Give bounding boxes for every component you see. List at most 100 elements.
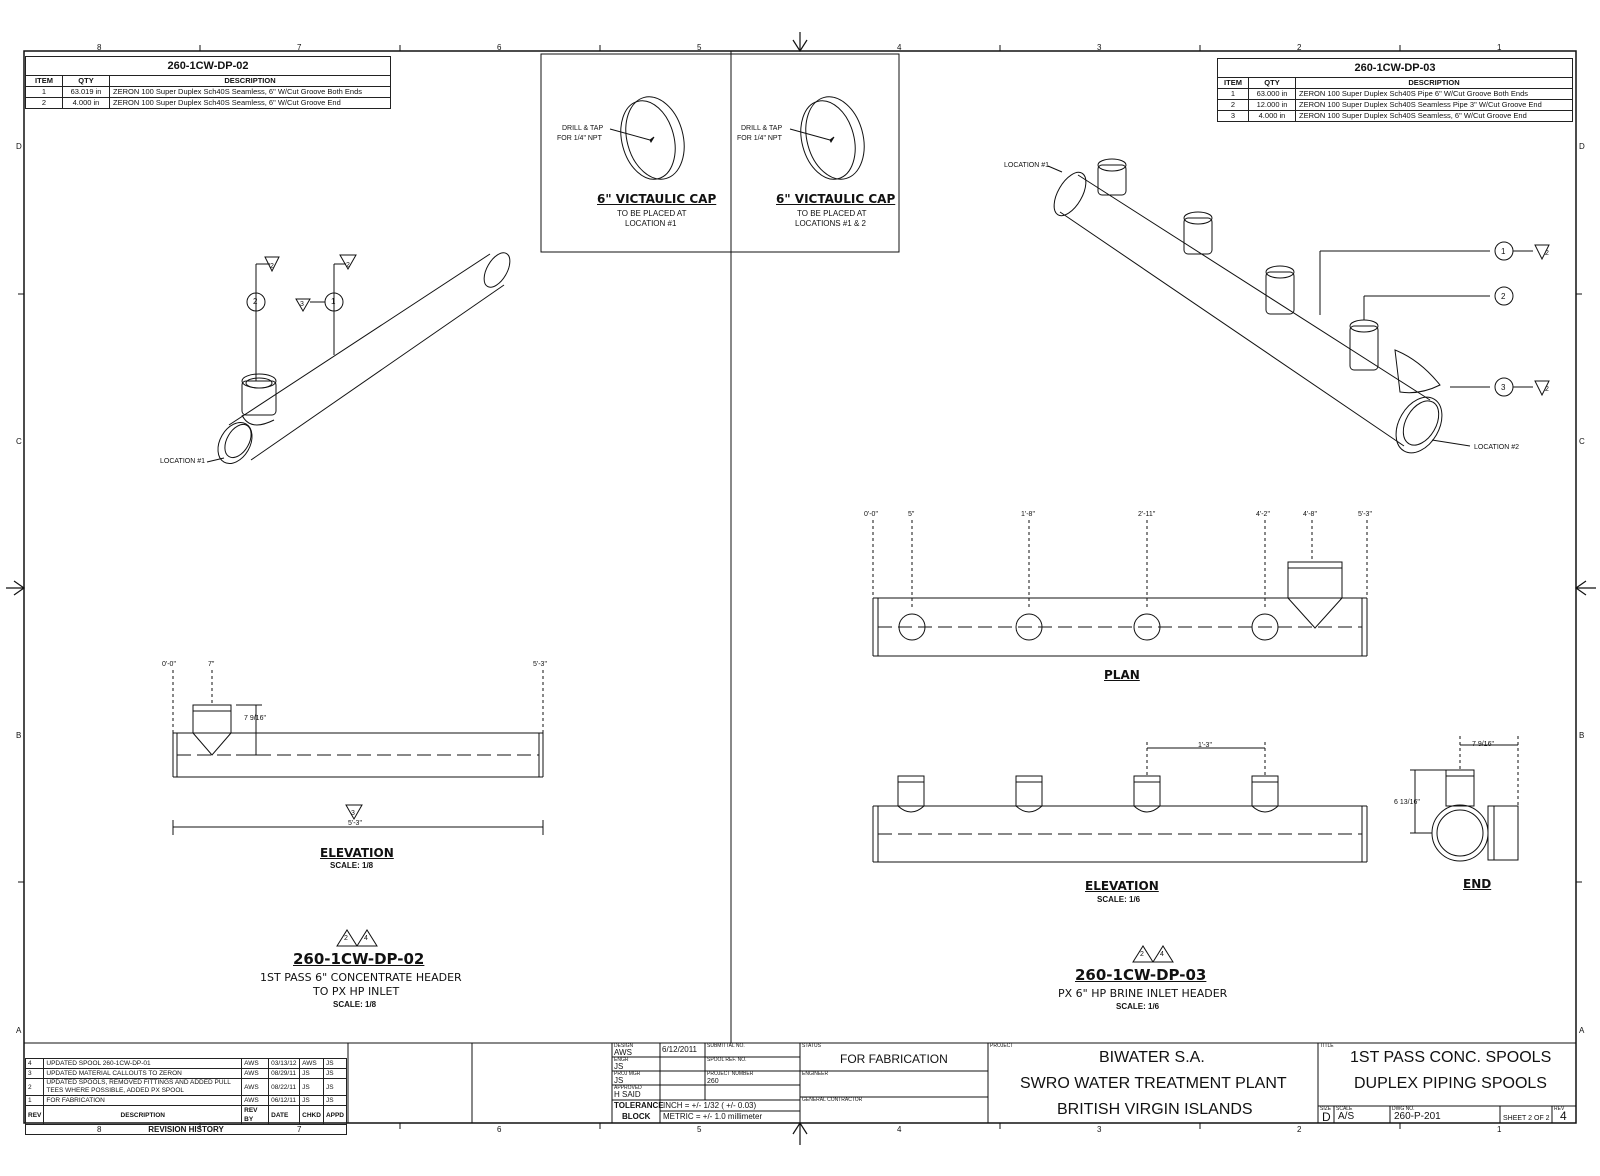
zone-label-right: C — [1579, 437, 1585, 446]
rev-header: APPD — [322, 1105, 348, 1125]
dimension: 7 9/16" — [1472, 741, 1494, 748]
rev-triangle-label: 2 — [344, 935, 348, 942]
tb-dwg-no: 260-P-201 — [1394, 1111, 1441, 1122]
tb-label: PROJECT — [990, 1043, 1014, 1049]
rev-header: REV BY — [241, 1105, 270, 1125]
dimension: 4'-2" — [1256, 511, 1270, 518]
view-scale: SCALE: 1/8 — [330, 861, 374, 870]
zone-label-left: D — [16, 142, 22, 151]
zone-label-left: C — [16, 437, 22, 446]
end-view — [1410, 736, 1519, 862]
dimension: 5" — [908, 511, 915, 518]
cap-note: FOR 1/4" NPT — [737, 135, 782, 142]
rev-triangle-label: 3 — [300, 301, 304, 308]
zone-label-bottom: 6 — [497, 1125, 502, 1134]
cap-note: DRILL & TAP — [741, 125, 783, 132]
tb-label: DESIGN — [614, 1043, 634, 1049]
bom-header: DESCRIPTION — [109, 75, 391, 87]
tb-project-line: BIWATER S.A. — [1099, 1049, 1205, 1066]
cap-disc-2 — [789, 96, 865, 180]
rev-cell: AWS — [299, 1058, 324, 1069]
rev-triangle-label: 4 — [364, 935, 368, 942]
bom-cell: ZERON 100 Super Duplex Sch40S Seamless P… — [1295, 99, 1573, 111]
dimension: 2'-11" — [1138, 511, 1156, 518]
right-iso-pipe — [1047, 158, 1550, 454]
revision-row: 2 UPDATED SPOOLS, REMOVED FITTINGS AND A… — [24, 1078, 348, 1096]
dimension: 5'-3" — [533, 661, 547, 668]
center-marks — [6, 32, 1596, 1145]
view-title: END — [1463, 877, 1492, 891]
rev-triangle-label: 3 — [351, 810, 355, 817]
rev-cell: AWS — [241, 1058, 270, 1069]
rev-cell: 06/12/11 — [268, 1095, 301, 1106]
tb-tolerance-title: BLOCK — [622, 1112, 651, 1121]
rev-triangle-label: 2 — [1140, 951, 1144, 958]
cap-title: 6" VICTAULIC CAP — [597, 192, 717, 206]
zone-label-right: D — [1579, 142, 1585, 151]
bom-header: QTY — [62, 75, 110, 87]
rev-cell: 3 — [24, 1068, 45, 1079]
item-balloon: 1 — [1501, 247, 1506, 256]
zone-label-top: 3 — [1097, 43, 1102, 52]
rev-header: DATE — [268, 1105, 301, 1125]
tb-label: ENGR — [614, 1057, 629, 1063]
tb-label: GENERAL CONTRACTOR — [802, 1097, 863, 1103]
tb-proj-mgr: JS — [614, 1076, 624, 1085]
dimension: 5'-3" — [348, 820, 362, 827]
bom-cell: 63.000 in — [1248, 88, 1296, 100]
revision-row: 3 UPDATED MATERIAL CALLOUTS TO ZERON AWS… — [24, 1068, 348, 1079]
bom-cell: 4.000 in — [62, 97, 110, 109]
zone-label-top: 5 — [697, 43, 702, 52]
revision-header-row: REV DESCRIPTION REV BY DATE CHKD APPD — [24, 1105, 348, 1125]
zone-label-top: 8 — [97, 43, 102, 52]
bom-cell: 1 — [1217, 88, 1249, 100]
location-label: LOCATION #1 — [160, 458, 205, 465]
rev-cell: FOR FABRICATION — [43, 1095, 243, 1106]
dimension: 6 13/16" — [1394, 799, 1420, 806]
left-iso-pipe — [206, 252, 511, 464]
bom-cell: 63.019 in — [62, 86, 110, 98]
dimension: 7" — [208, 661, 215, 668]
tb-label: PROJ MGR — [614, 1071, 641, 1077]
rev-cell: JS — [322, 1058, 348, 1069]
tb-label: DWG NO. — [1392, 1106, 1415, 1112]
tb-tolerance-metric: METRIC = +/- 1.0 millimeter — [663, 1112, 763, 1121]
bom-row: 2 12.000 in ZERON 100 Super Duplex Sch40… — [1217, 99, 1573, 111]
tb-sheet: SHEET 2 OF 2 — [1503, 1115, 1550, 1122]
rev-cell: 08/22/11 — [268, 1078, 301, 1096]
bom-cell: ZERON 100 Super Duplex Sch40S Pipe 6" W/… — [1295, 88, 1573, 100]
rev-triangle-label: 4 — [1160, 951, 1164, 958]
part-scale: SCALE: 1/8 — [333, 1000, 377, 1009]
rev-cell: JS — [299, 1068, 324, 1079]
bom-cell: 1 — [25, 86, 63, 98]
tb-tolerance-title: TOLERANCE — [614, 1101, 664, 1110]
cap-subtitle: TO BE PLACED AT — [617, 209, 687, 218]
revision-row: 4 UPDATED SPOOL 260-1CW-DP-01 AWS 03/13/… — [24, 1058, 348, 1069]
bom-cell: 12.000 in — [1248, 99, 1296, 111]
tb-title-line: 1ST PASS CONC. SPOOLS — [1350, 1049, 1552, 1066]
zone-label-bottom: 2 — [1297, 1125, 1302, 1134]
right-rev-triangles — [1132, 945, 1174, 963]
item-balloon: 2 — [1501, 292, 1506, 301]
tb-drawn-by: AWS — [614, 1048, 632, 1057]
zone-label-left: A — [16, 1026, 22, 1035]
tb-label: STATUS — [802, 1043, 821, 1049]
tb-project-line: SWRO WATER TREATMENT PLANT — [1020, 1075, 1287, 1092]
tb-label: REV — [1554, 1106, 1565, 1112]
tb-tolerance-inch: INCH = +/- 1/32 ( +/- 0.03) — [663, 1101, 757, 1110]
revision-history-title: REVISION HISTORY — [25, 1124, 347, 1135]
part-subtitle: 1ST PASS 6" CONCENTRATE HEADER — [260, 971, 462, 984]
zone-label-bottom: 4 — [897, 1125, 902, 1134]
zone-label-top: 7 — [297, 43, 302, 52]
dimension: 1'-8" — [1021, 511, 1035, 518]
tb-title-line: DUPLEX PIPING SPOOLS — [1354, 1075, 1547, 1092]
location-label: LOCATION #1 — [1004, 162, 1049, 169]
bom-cell: 3 — [1217, 110, 1249, 122]
rev-cell: AWS — [241, 1068, 270, 1079]
tb-label: TITLE — [1320, 1043, 1334, 1049]
cap-note: DRILL & TAP — [562, 125, 604, 132]
bom-title: 260-1CW-DP-02 — [25, 56, 391, 75]
bom-header: DESCRIPTION — [1295, 77, 1573, 89]
dimension: 4'-8" — [1303, 511, 1317, 518]
zone-label-left: B — [16, 731, 22, 740]
